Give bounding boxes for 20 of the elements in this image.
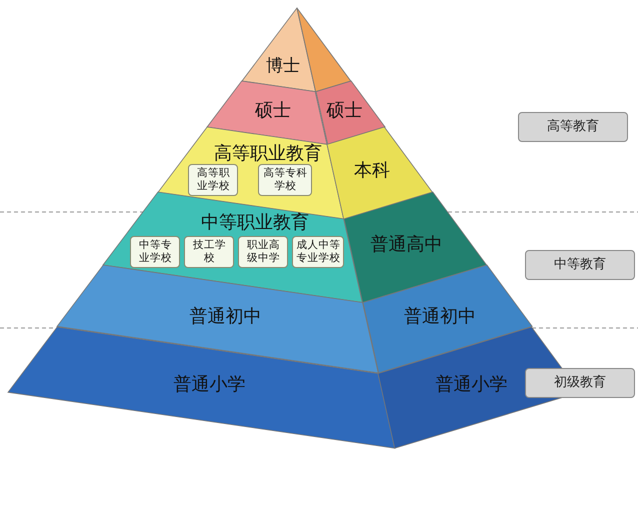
education-level-tag: 高等教育: [518, 112, 628, 142]
layer-label: 普通高中: [370, 234, 443, 256]
layer-label: 博士: [266, 55, 300, 77]
school-type-card: 技工学校: [184, 236, 234, 268]
layer-label: 本科: [354, 160, 390, 182]
layer-label: 普通初中: [189, 306, 262, 328]
layer-label: 普通初中: [404, 306, 476, 328]
education-level-tag: 中等教育: [525, 250, 635, 280]
layer-label: 普通小学: [435, 374, 508, 396]
school-type-card: 中等专业学校: [130, 236, 180, 268]
education-level-tag: 初级教育: [525, 368, 635, 398]
layer-heading: 中等职业教育: [200, 212, 309, 234]
school-type-card: 职业高级中学: [238, 236, 288, 268]
school-type-card: 高等专科学校: [258, 164, 312, 196]
layer-label: 普通小学: [174, 374, 246, 396]
layer-label: 硕士: [255, 100, 292, 122]
layer-label: 硕士: [326, 100, 363, 122]
school-type-card: 成人中等专业学校: [292, 236, 344, 268]
school-type-card: 高等职业学校: [188, 164, 238, 196]
layer-heading: 高等职业教育: [214, 142, 322, 165]
